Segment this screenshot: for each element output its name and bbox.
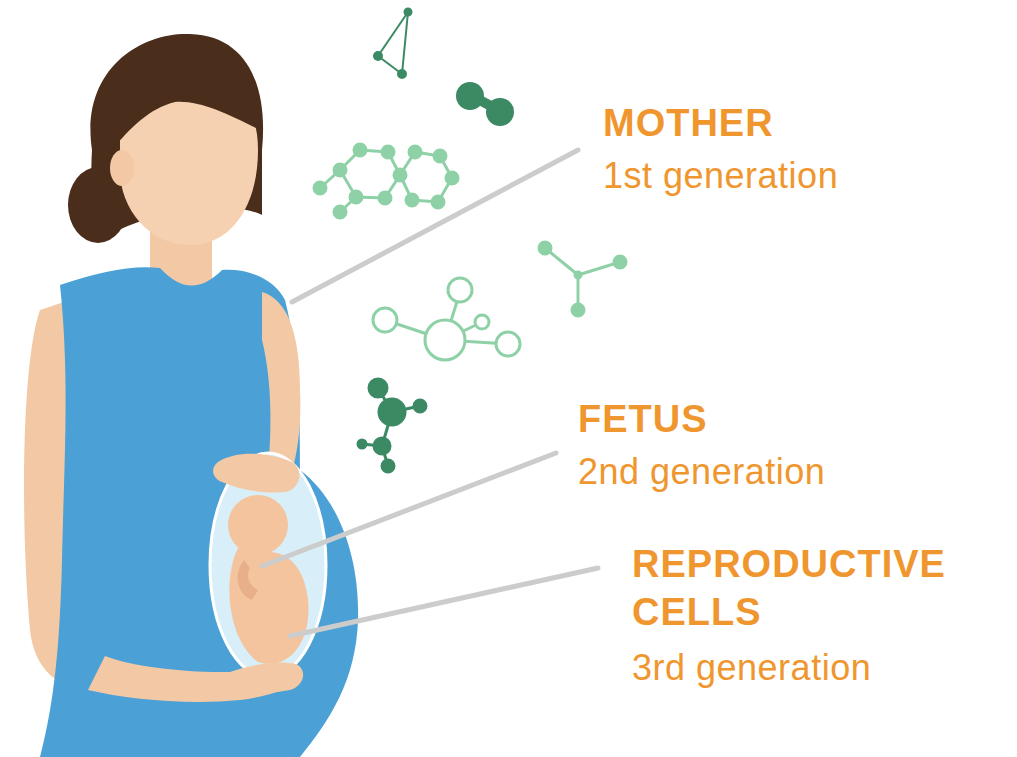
hair-fringe xyxy=(112,67,260,150)
leader-line xyxy=(292,150,578,302)
molecule-rings xyxy=(314,144,458,218)
right-hand xyxy=(213,454,299,493)
right-arm xyxy=(262,292,300,478)
woman-figure xyxy=(24,34,358,757)
left-hand xyxy=(230,662,303,698)
molecule-triangle xyxy=(374,9,412,79)
generation-label: 2nd generation xyxy=(578,449,998,494)
generation-heading: FETUS xyxy=(578,396,998,444)
molecule-dark xyxy=(358,379,426,472)
molecule-open xyxy=(373,278,520,360)
generation-label: 3rd generation xyxy=(632,645,1007,690)
generation-heading: REPRODUCTIVE CELLS xyxy=(632,541,1002,636)
generation-heading: MOTHER xyxy=(603,100,983,148)
leader-line xyxy=(262,453,556,566)
molecule-star xyxy=(539,242,626,316)
molecule-pair xyxy=(456,82,514,126)
leader-lines xyxy=(262,150,598,636)
leader-line xyxy=(290,568,598,636)
generation-label: 1st generation xyxy=(603,153,1003,198)
fetus-figure xyxy=(228,495,308,664)
dress xyxy=(40,267,358,757)
ear xyxy=(110,150,134,186)
